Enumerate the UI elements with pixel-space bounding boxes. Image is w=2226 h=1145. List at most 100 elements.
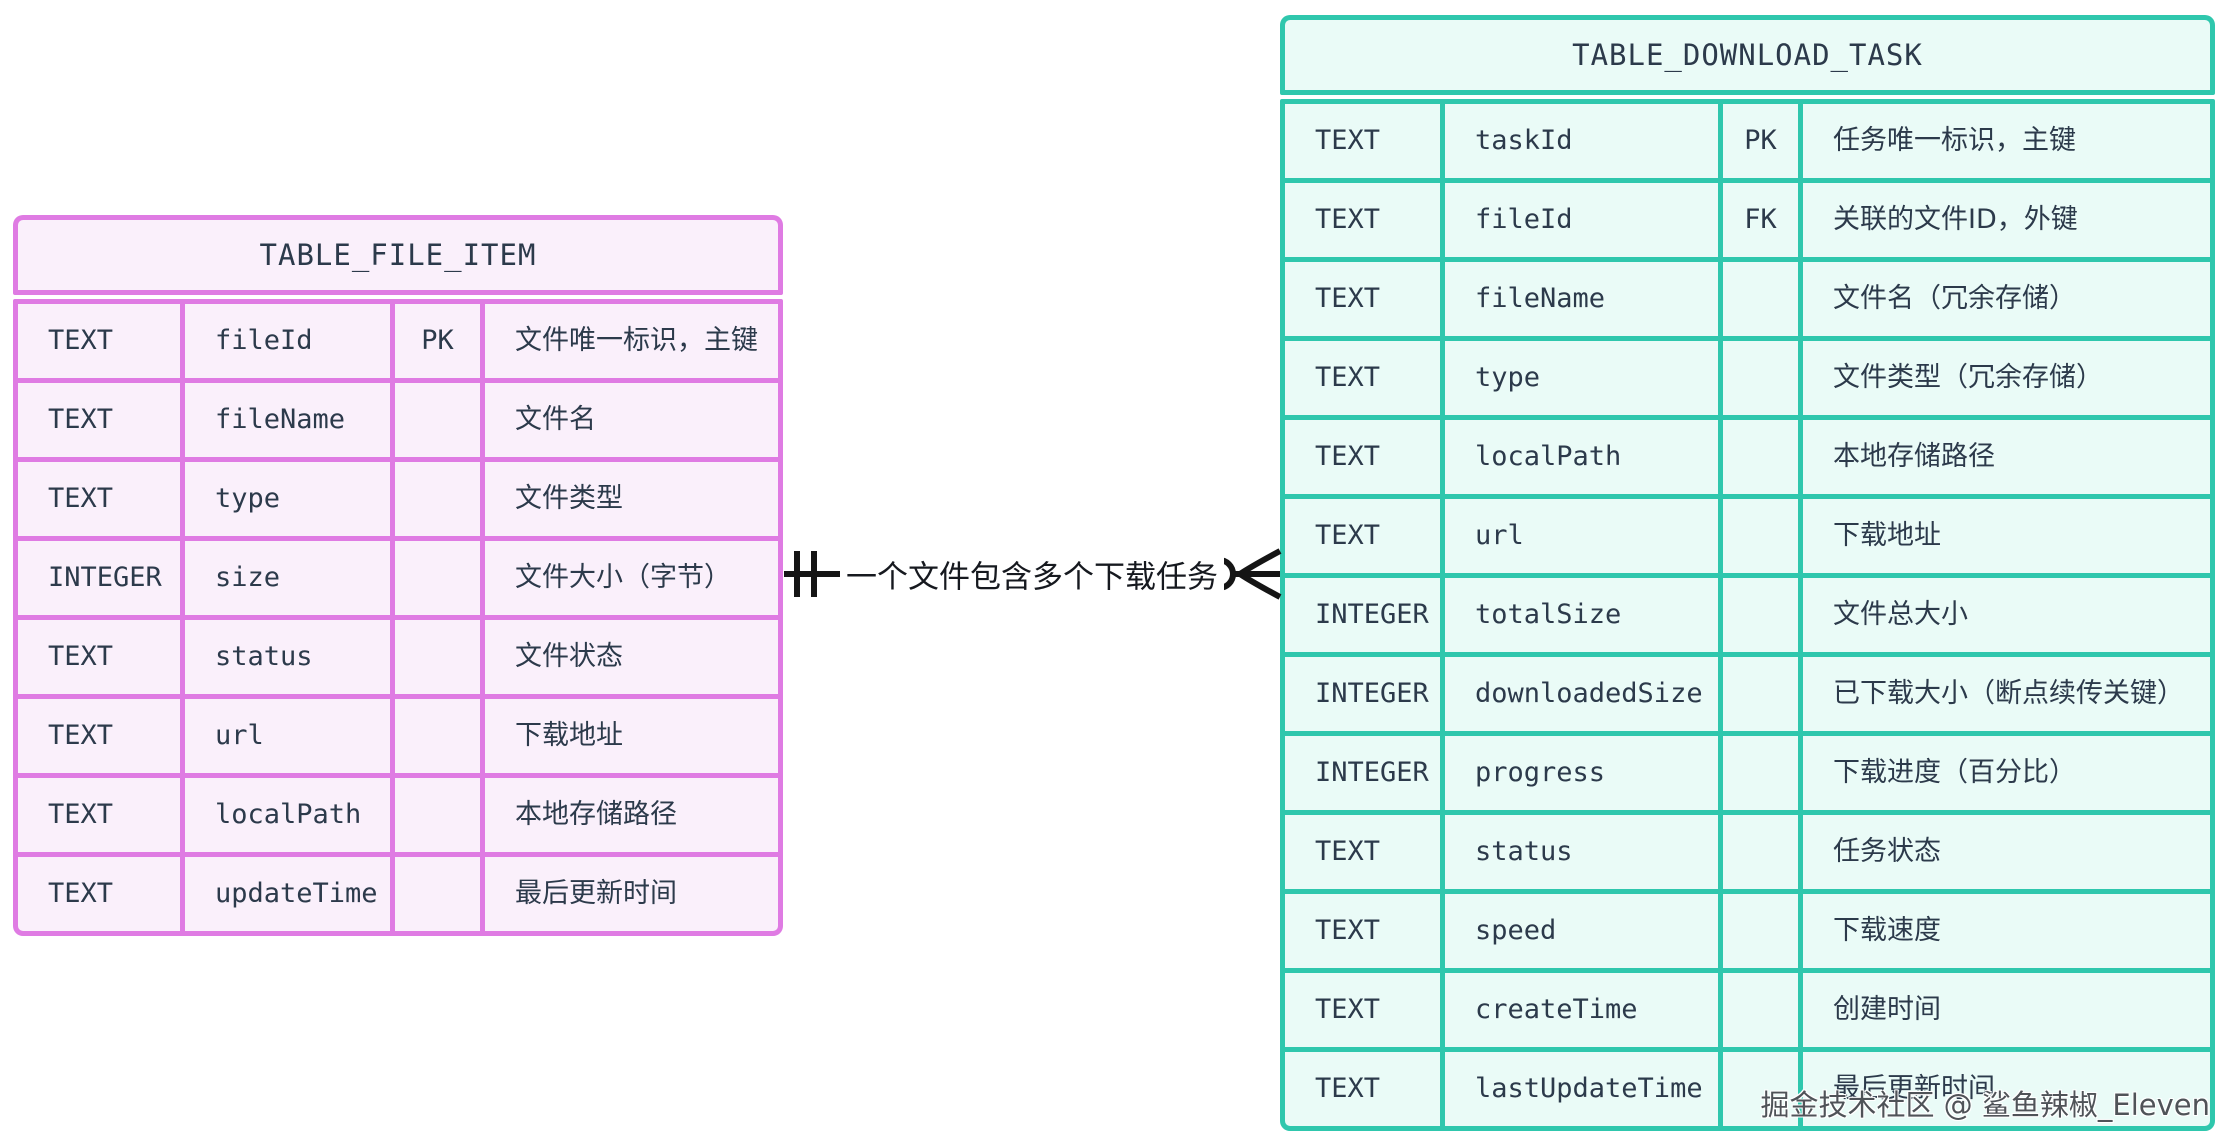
- attribute-type-cell: TEXT: [48, 720, 114, 751]
- attribute-name-cell: downloadedSize: [1440, 657, 1718, 731]
- attribute-type-cell: TEXT: [48, 878, 114, 909]
- attribute-type-cell: TEXT: [1315, 204, 1381, 235]
- attribute-type-cell: TEXT: [1315, 1073, 1381, 1104]
- attribute-name-cell: localPath: [1440, 420, 1718, 494]
- attribute-type-cell: TEXT: [48, 641, 114, 672]
- attribute-key-cell: FK: [1718, 183, 1798, 257]
- attribute-name-cell: fileName: [180, 383, 390, 457]
- attribute-key-cell: [1718, 657, 1798, 731]
- attribute-comment-cell: 本地存储路径: [1798, 420, 2210, 494]
- attribute-type-cell: TEXT: [48, 404, 114, 435]
- attribute-type-cell: TEXT: [1315, 994, 1381, 1025]
- table-row: TEXT lastUpdateTime 最后更新时间: [1285, 1047, 2210, 1126]
- table-row: INTEGER downloadedSize 已下载大小（断点续传关键）: [1285, 652, 2210, 731]
- attribute-comment-cell: 最后更新时间: [1798, 1052, 2210, 1126]
- table-row: TEXT taskId PK 任务唯一标识，主键: [1285, 104, 2210, 178]
- entity-title: TABLE_FILE_ITEM: [13, 215, 783, 295]
- attribute-comment-cell: 下载地址: [480, 699, 778, 773]
- table-row: TEXT createTime 创建时间: [1285, 968, 2210, 1047]
- attribute-key-cell: [1718, 420, 1798, 494]
- cardinality-one-marker: [794, 551, 817, 597]
- attribute-type-cell: TEXT: [1315, 915, 1381, 946]
- attribute-type-cell: TEXT: [1315, 125, 1381, 156]
- attribute-name-cell: type: [180, 462, 390, 536]
- attribute-key-cell: [1718, 815, 1798, 889]
- attribute-comment-cell: 已下载大小（断点续传关键）: [1798, 657, 2210, 731]
- attribute-type-cell: INTEGER: [48, 562, 162, 593]
- attribute-type-cell: TEXT: [1315, 520, 1381, 551]
- table-row: TEXT url 下载地址: [1285, 494, 2210, 573]
- attribute-key-cell: [1718, 894, 1798, 968]
- attribute-type-cell: TEXT: [48, 799, 114, 830]
- watermark: 掘金技术社区 @ 鲨鱼辣椒_Eleven: [1760, 1088, 2210, 1122]
- attribute-key-cell: [1718, 973, 1798, 1047]
- table-row: TEXT url 下载地址: [18, 694, 778, 773]
- table-row: TEXT type 文件类型: [18, 457, 778, 536]
- attribute-type-cell: TEXT: [1315, 362, 1381, 393]
- attribute-type-cell: TEXT: [1315, 836, 1381, 867]
- attribute-name-cell: fileName: [1440, 262, 1718, 336]
- attribute-name-cell: size: [180, 541, 390, 615]
- attribute-key-cell: [1718, 578, 1798, 652]
- attribute-name-cell: speed: [1440, 894, 1718, 968]
- attribute-type-cell: INTEGER: [1315, 599, 1429, 630]
- attribute-type-cell: TEXT: [1315, 441, 1381, 472]
- attribute-comment-cell: 文件名（冗余存储）: [1798, 262, 2210, 336]
- table-row: TEXT updateTime 最后更新时间: [18, 852, 778, 931]
- attribute-comment-cell: 文件状态: [480, 620, 778, 694]
- attribute-key-cell: [1718, 736, 1798, 810]
- attribute-comment-cell: 文件名: [480, 383, 778, 457]
- attribute-name-cell: type: [1440, 341, 1718, 415]
- table-row: INTEGER progress 下载进度（百分比）: [1285, 731, 2210, 810]
- attribute-key-cell: [390, 541, 480, 615]
- attribute-name-cell: createTime: [1440, 973, 1718, 1047]
- table-row: TEXT fileName 文件名（冗余存储）: [1285, 257, 2210, 336]
- attribute-comment-cell: 文件唯一标识，主键: [480, 304, 778, 378]
- attribute-key-cell: [390, 778, 480, 852]
- attribute-comment-cell: 下载进度（百分比）: [1798, 736, 2210, 810]
- attribute-comment-cell: 文件总大小: [1798, 578, 2210, 652]
- attribute-key-cell: PK: [390, 304, 480, 378]
- table-row: TEXT localPath 本地存储路径: [1285, 415, 2210, 494]
- attribute-name-cell: localPath: [180, 778, 390, 852]
- attribute-key-cell: [1718, 341, 1798, 415]
- attribute-key-cell: PK: [1718, 104, 1798, 178]
- table-row: INTEGER totalSize 文件总大小: [1285, 573, 2210, 652]
- attribute-key-cell: [390, 620, 480, 694]
- table-row: TEXT fileName 文件名: [18, 378, 778, 457]
- attribute-key-cell: [1718, 499, 1798, 573]
- attribute-comment-cell: 任务状态: [1798, 815, 2210, 889]
- attribute-name-cell: url: [1440, 499, 1718, 573]
- attribute-comment-cell: 文件大小（字节）: [480, 541, 778, 615]
- attribute-comment-cell: 文件类型: [480, 462, 778, 536]
- table-row: TEXT status 任务状态: [1285, 810, 2210, 889]
- attribute-comment-cell: 下载地址: [1798, 499, 2210, 573]
- attribute-name-cell: status: [1440, 815, 1718, 889]
- attribute-key-cell: [1718, 1052, 1798, 1126]
- attribute-comment-cell: 文件类型（冗余存储）: [1798, 341, 2210, 415]
- attribute-name-cell: updateTime: [180, 857, 390, 931]
- entity-body: TEXT fileId PK 文件唯一标识，主键 TEXT fileName 文…: [13, 299, 783, 936]
- attribute-name-cell: url: [180, 699, 390, 773]
- attribute-type-cell: INTEGER: [1315, 757, 1429, 788]
- attribute-comment-cell: 关联的文件ID，外键: [1798, 183, 2210, 257]
- attribute-key-cell: [390, 462, 480, 536]
- attribute-comment-cell: 任务唯一标识，主键: [1798, 104, 2210, 178]
- attribute-type-cell: TEXT: [48, 325, 114, 356]
- attribute-name-cell: totalSize: [1440, 578, 1718, 652]
- table-row: TEXT fileId FK 关联的文件ID，外键: [1285, 178, 2210, 257]
- attribute-type-cell: INTEGER: [1315, 678, 1429, 709]
- attribute-comment-cell: 本地存储路径: [480, 778, 778, 852]
- attribute-key-cell: [390, 699, 480, 773]
- table-row: INTEGER size 文件大小（字节）: [18, 536, 778, 615]
- table-row: TEXT speed 下载速度: [1285, 889, 2210, 968]
- attribute-comment-cell: 下载速度: [1798, 894, 2210, 968]
- attribute-name-cell: lastUpdateTime: [1440, 1052, 1718, 1126]
- table-row: TEXT localPath 本地存储路径: [18, 773, 778, 852]
- entity-body: TEXT taskId PK 任务唯一标识，主键 TEXT fileId FK …: [1280, 99, 2215, 1131]
- attribute-type-cell: TEXT: [48, 483, 114, 514]
- attribute-name-cell: fileId: [1440, 183, 1718, 257]
- table-row: TEXT fileId PK 文件唯一标识，主键: [18, 304, 778, 378]
- table-row: TEXT status 文件状态: [18, 615, 778, 694]
